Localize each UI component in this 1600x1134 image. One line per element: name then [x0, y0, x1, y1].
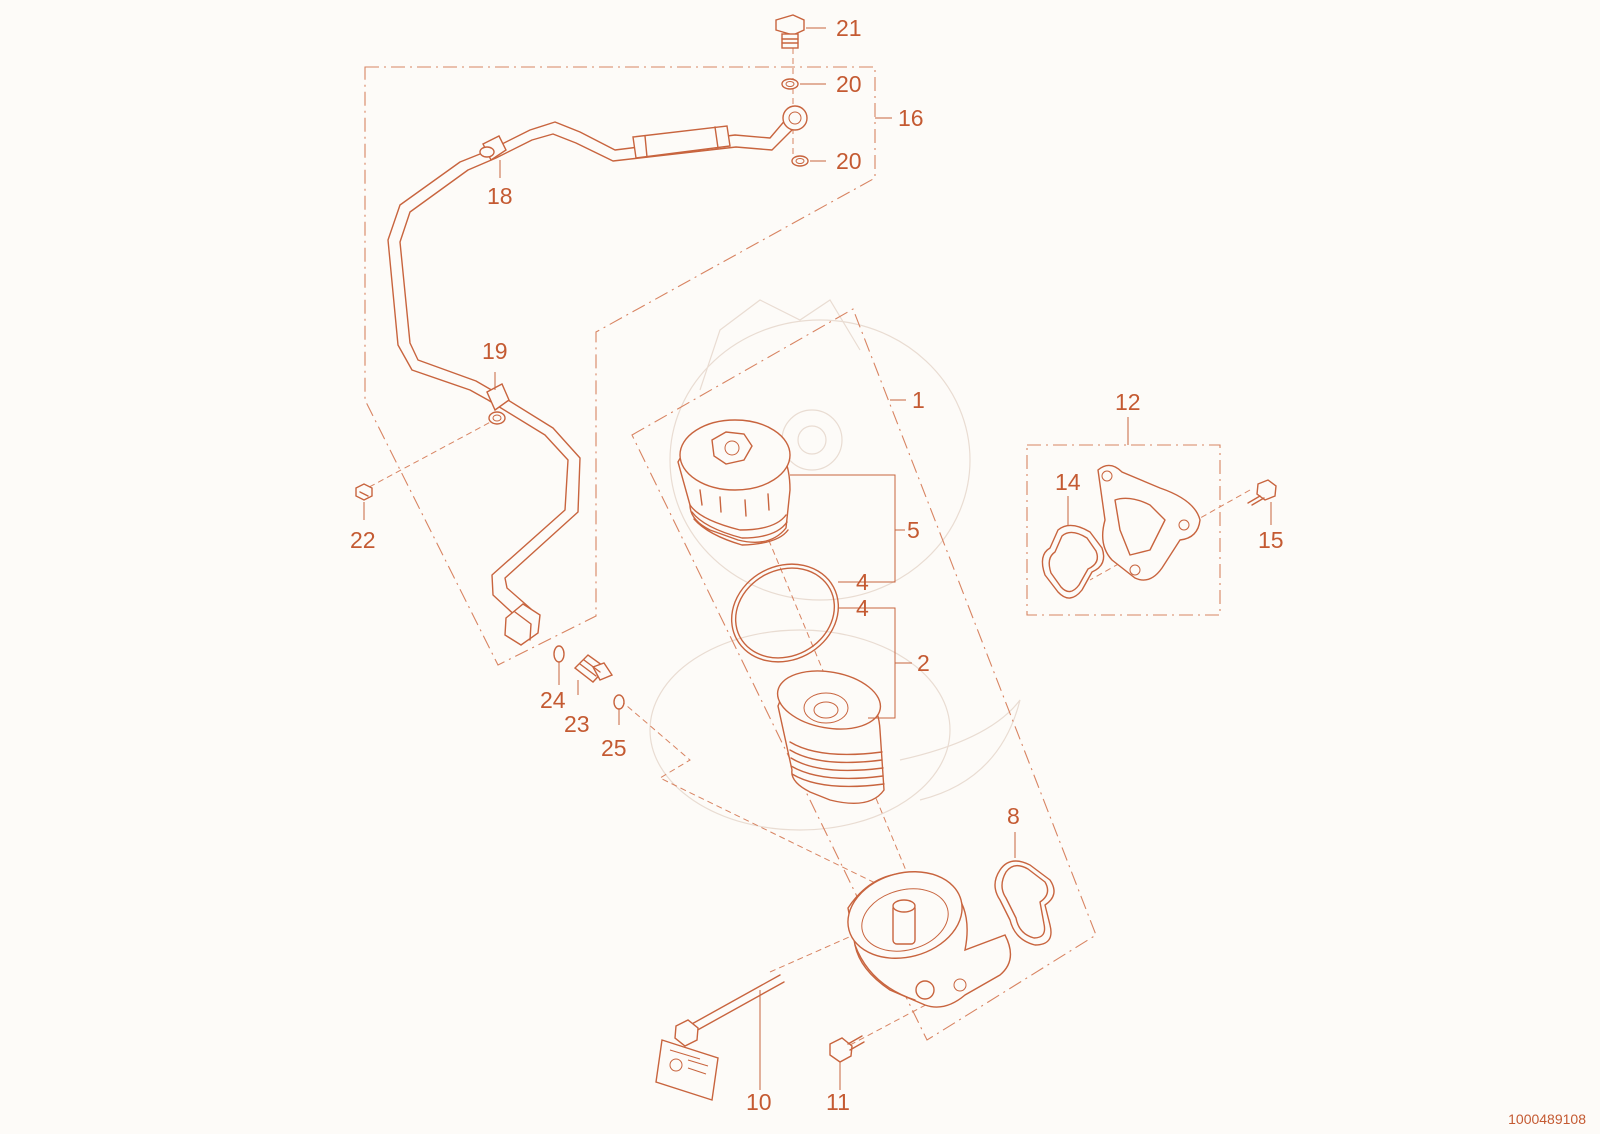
callout-10: 10 — [746, 1089, 772, 1115]
callout-20-lower: 20 — [836, 148, 862, 174]
filter-housing-part — [847, 871, 1012, 1008]
banjo-bolt-part — [775, 14, 805, 49]
callout-20-upper: 20 — [836, 71, 862, 97]
callout-12: 12 — [1115, 389, 1141, 415]
oil-pipe-part — [387, 105, 808, 646]
assembly-group-outlines — [364, 66, 1221, 1041]
callout-labels: 21 20 16 20 18 19 1 12 14 5 22 15 4 4 2 … — [350, 15, 1284, 1115]
adapter-plate-part — [1097, 464, 1201, 581]
callout-24: 24 — [540, 687, 566, 713]
filter-cap-part — [677, 419, 791, 546]
adapter-gasket-part — [1041, 524, 1105, 599]
callout-14: 14 — [1055, 469, 1081, 495]
housing-gasket-part — [994, 860, 1055, 946]
sealing-washer-parts — [781, 78, 809, 167]
callout-16: 16 — [898, 105, 924, 131]
callout-22: 22 — [350, 527, 376, 553]
info-label-tag — [655, 1039, 719, 1101]
callout-2: 2 — [917, 650, 930, 676]
callout-11: 11 — [826, 1089, 850, 1115]
housing-bolt-part — [829, 1035, 865, 1063]
leader-lines — [363, 27, 1272, 1090]
callout-5: 5 — [907, 517, 920, 543]
pipe-clip-parts — [479, 135, 510, 425]
callout-1: 1 — [912, 387, 925, 413]
callout-8: 8 — [1007, 803, 1020, 829]
watermark-illustration — [649, 299, 1021, 831]
callout-23-visible: 23 — [564, 711, 590, 737]
callout-4-lower: 4 — [856, 595, 869, 621]
callout-15: 15 — [1258, 527, 1284, 553]
callout-18: 18 — [487, 183, 513, 209]
callout-19: 19 — [482, 338, 508, 364]
callout-21: 21 — [836, 15, 862, 41]
filter-element-part — [776, 670, 885, 804]
callout-25-visible: 25 — [601, 735, 627, 761]
callout-4-upper: 4 — [856, 569, 869, 595]
o-ring-parts — [730, 563, 840, 663]
long-bolt-part — [674, 974, 785, 1047]
adapter-bolt-part — [1247, 479, 1277, 506]
clip-bolt-part — [355, 483, 373, 501]
document-number: 1000489108 — [1508, 1111, 1586, 1127]
